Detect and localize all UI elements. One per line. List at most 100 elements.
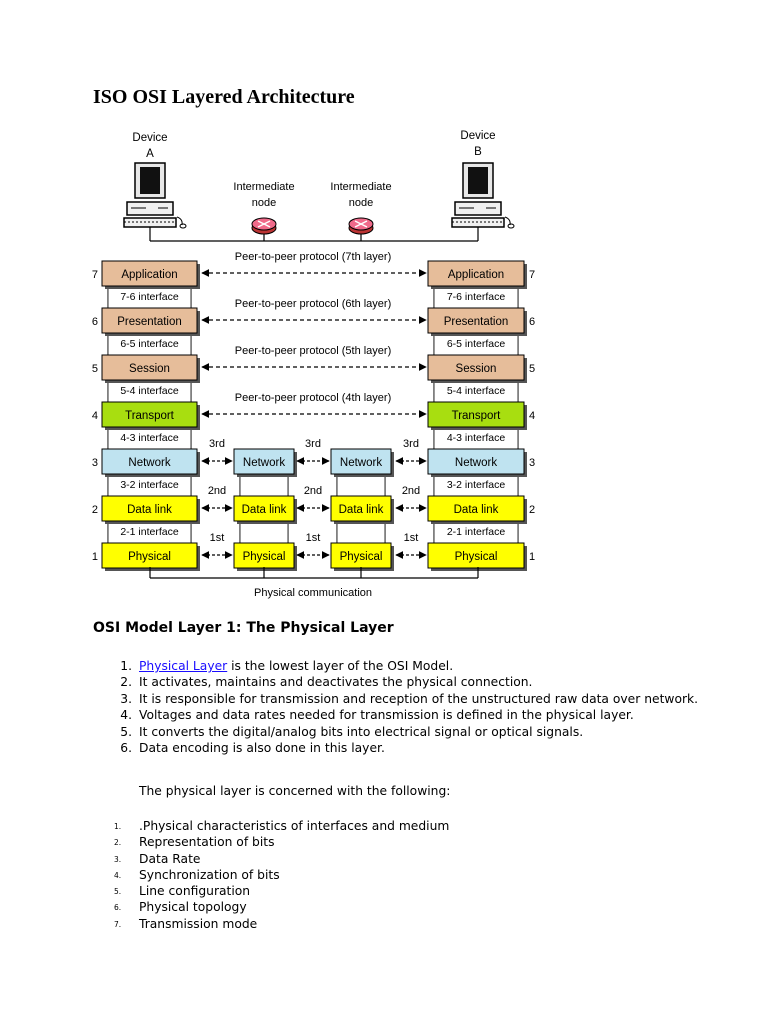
- list-item: 6. Physical topology: [112, 899, 449, 915]
- list-item: 5. It converts the digital/analog bits in…: [112, 724, 698, 740]
- layer-number: 7: [529, 269, 535, 281]
- list-item: 1..Physical characteristics of interface…: [112, 818, 449, 834]
- layer-box-physical: [233, 542, 295, 569]
- interface-label: 6-5 interface: [447, 338, 506, 350]
- interface-label: 3-2 interface: [120, 479, 179, 491]
- layer-box-application: [101, 260, 198, 287]
- layer-number: 3: [529, 457, 535, 469]
- interface-label: 5-4 interface: [447, 385, 506, 397]
- layer-label: Session: [456, 363, 497, 375]
- hop-label: 1st: [404, 532, 419, 544]
- interface-label: 2-1 interface: [447, 526, 506, 538]
- list-number: 7.: [114, 919, 122, 929]
- interface-band: [336, 473, 386, 497]
- list-item: 6. Data encoding is also done in this lay…: [112, 740, 698, 756]
- layer-box-session: [101, 354, 198, 381]
- layer-box-physical: [330, 542, 392, 569]
- page-title: ISO OSI Layered Architecture: [93, 86, 355, 108]
- layer-number: 3: [92, 457, 98, 469]
- layer-number: 6: [92, 316, 98, 328]
- physical-layer-list: 1.Physical Layer is the lowest layer of …: [112, 658, 698, 756]
- list-item: 4. Voltages and data rates needed for tra…: [112, 707, 698, 723]
- hop-label: 3rd: [209, 438, 225, 450]
- osi-architecture-diagram: Device A Device B Intermediate node Inte…: [92, 130, 535, 599]
- intermediate-node-2-label: Intermediate: [330, 181, 391, 193]
- peer-protocol-label: Peer-to-peer protocol (5th layer): [235, 345, 392, 357]
- layer-box-data-link: [101, 495, 198, 522]
- hop-label: 2nd: [402, 485, 420, 497]
- list-text: Physical topology: [139, 900, 247, 915]
- list-text: Representation of bits: [139, 835, 275, 850]
- list-number: 3.: [114, 854, 122, 864]
- list-text: It converts the digital/analog bits into…: [139, 724, 584, 739]
- layer-number: 1: [92, 551, 98, 563]
- physical-communication-label: Physical communication: [254, 587, 372, 599]
- list-number: 6.: [114, 903, 122, 913]
- interface-label: 4-3 interface: [447, 432, 506, 444]
- layer-label: Network: [128, 457, 170, 469]
- interface-label: 2-1 interface: [120, 526, 179, 538]
- layer-box-physical: [101, 542, 198, 569]
- layer-number: 1: [529, 551, 535, 563]
- hop-label: 3rd: [305, 438, 321, 450]
- list-text: Data Rate: [139, 851, 201, 866]
- list-item: 3.It is responsible for transmission and…: [112, 691, 698, 707]
- hop-label: 1st: [306, 532, 321, 544]
- layer-number: 7: [92, 269, 98, 281]
- intermediate-node-1-label: node: [252, 197, 276, 209]
- layer-number: 2: [529, 504, 535, 516]
- list-item: 2.It activates, maintains and deactivate…: [112, 674, 698, 690]
- list-number: 2.: [114, 838, 122, 848]
- computer-icon: [451, 162, 515, 229]
- section-heading: OSI Model Layer 1: The Physical Layer: [93, 620, 394, 636]
- interface-label: 7-6 interface: [120, 291, 179, 303]
- hop-label: 2nd: [304, 485, 322, 497]
- peer-protocol-arrows: Peer-to-peer protocol (7th layer)Peer-to…: [201, 251, 427, 559]
- layer-label: Data link: [127, 504, 172, 516]
- layer-number: 5: [92, 363, 98, 375]
- list-item: 5. Line configuration: [112, 883, 449, 899]
- interface-label: 7-6 interface: [447, 291, 506, 303]
- list-number: 1.: [114, 822, 122, 831]
- list-number: 5.: [114, 887, 122, 897]
- interface-label: 5-4 interface: [120, 385, 179, 397]
- layer-box-network: [427, 448, 525, 475]
- device-a-label: Device: [132, 132, 167, 144]
- layer-label: Session: [129, 363, 170, 375]
- layer-box-data-link: [427, 495, 525, 522]
- layer-label: Transport: [125, 410, 175, 422]
- router-icon: [251, 217, 277, 235]
- layer-label: Physical: [243, 551, 286, 563]
- list-item: 1.Physical Layer is the lowest layer of …: [112, 658, 698, 674]
- layer-label: Transport: [452, 410, 502, 422]
- layer-number: 4: [529, 410, 535, 422]
- list-text: Transmission mode: [139, 916, 258, 931]
- list-text: Voltages and data rates needed for trans…: [139, 708, 634, 723]
- layer-box-network: [330, 448, 392, 475]
- layer-label: Physical: [340, 551, 383, 563]
- list-item: 4.Synchronization of bits: [112, 867, 449, 883]
- layer-box-application: [427, 260, 525, 287]
- layer-box-data-link: [330, 495, 392, 522]
- interface-band: [336, 520, 386, 544]
- interface-label: 3-2 interface: [447, 479, 506, 491]
- list-text: Synchronization of bits: [139, 867, 280, 882]
- list-number: 5.: [120, 724, 132, 739]
- list-number: 4.: [120, 708, 132, 723]
- interface-label: 4-3 interface: [120, 432, 179, 444]
- layer-label: Network: [243, 457, 285, 469]
- physical-layer-link[interactable]: Physical Layer: [139, 659, 228, 673]
- list-text: Data encoding is also done in this layer…: [139, 740, 385, 755]
- layer-label: Data link: [242, 504, 287, 516]
- layer-number: 6: [529, 316, 535, 328]
- device-b-letter: B: [474, 146, 482, 158]
- top-connection-line: [149, 227, 479, 242]
- interface-band: [239, 520, 289, 544]
- layer-box-network: [233, 448, 295, 475]
- list-text: Line configuration: [139, 884, 251, 899]
- list-item: 2. Representation of bits: [112, 834, 449, 850]
- list-number: 6.: [120, 740, 132, 755]
